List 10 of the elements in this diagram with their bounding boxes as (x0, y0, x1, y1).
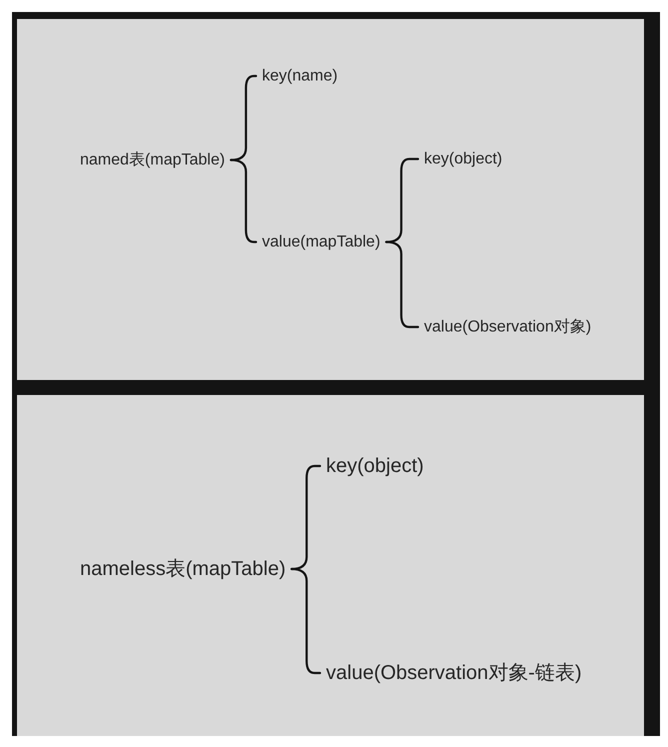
term-label: nameless表(mapTable) (76, 557, 290, 581)
term-label: key(object) (420, 149, 506, 169)
term-label: value(Observation对象-链表) (322, 661, 586, 685)
panel (17, 395, 644, 736)
term-label: value(Observation对象) (420, 317, 596, 337)
term-label: value(mapTable) (258, 232, 384, 252)
term-label: key(name) (258, 66, 342, 86)
term-label: key(object) (322, 454, 428, 478)
term-label: named表(mapTable) (76, 150, 229, 170)
panel (17, 19, 644, 380)
